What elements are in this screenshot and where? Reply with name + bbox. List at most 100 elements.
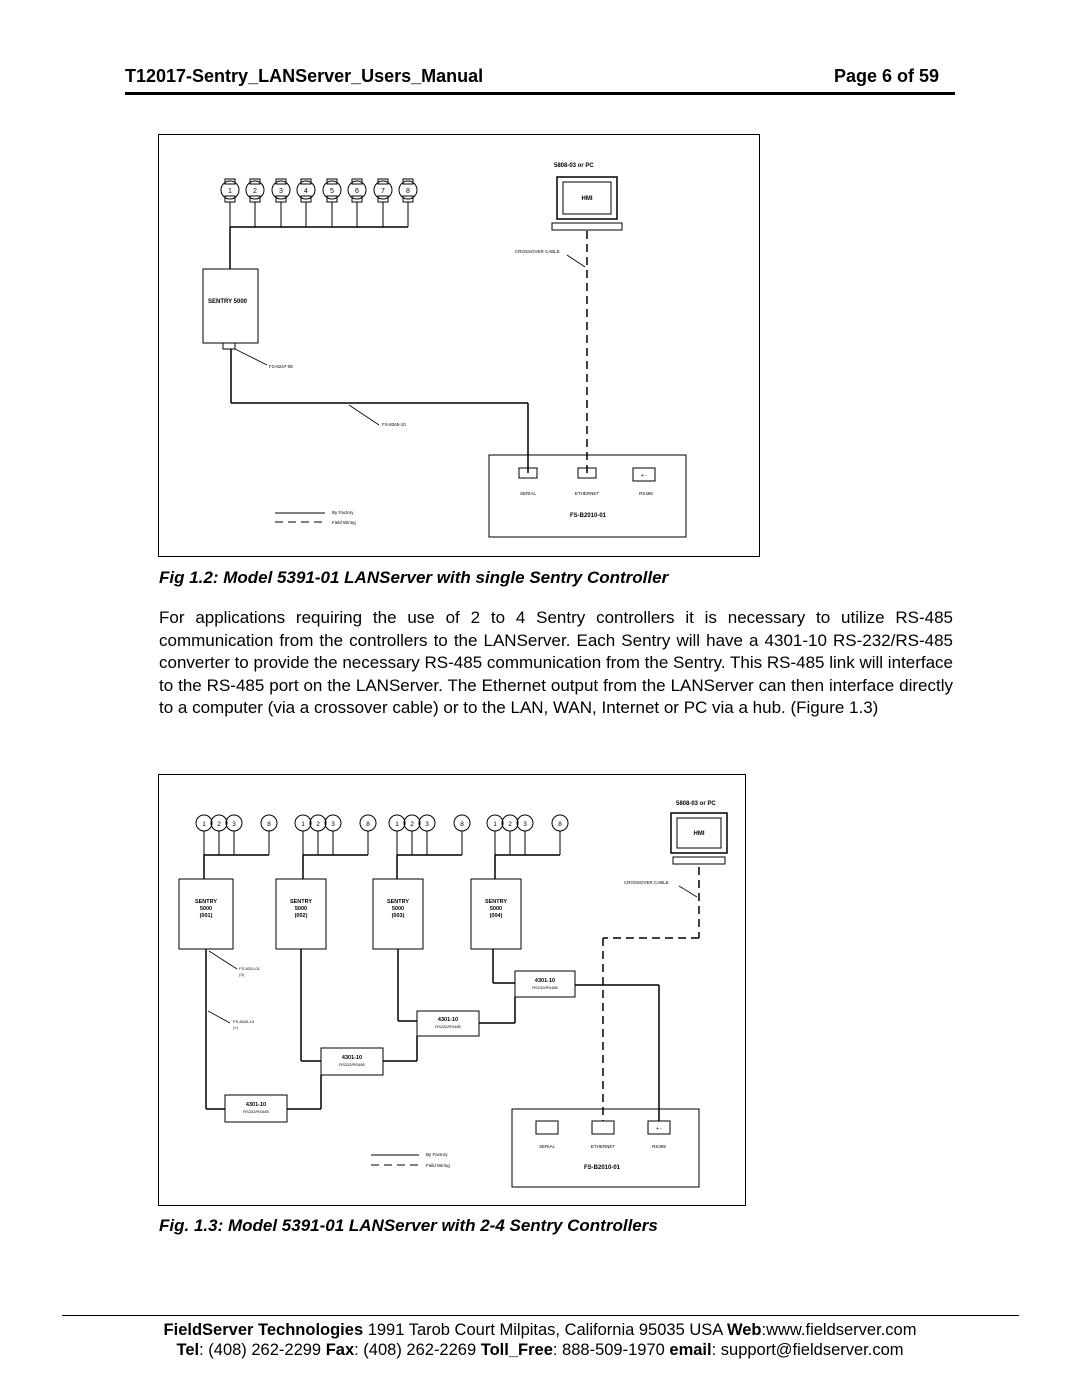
sensor-group-4: 1 2 3 8 bbox=[486, 814, 569, 879]
sensor-6: 6 bbox=[347, 178, 367, 227]
cable-2-label: FS-8345-10 bbox=[382, 422, 406, 427]
svg-text:3: 3 bbox=[425, 821, 429, 828]
converter-4301-10-a: 4301-10 RS232/RS485 bbox=[514, 970, 576, 998]
svg-text:SENTRY: SENTRY bbox=[290, 899, 312, 905]
cable-1-label: FS-8247-08 bbox=[269, 364, 293, 369]
pc-label: 5808-03 or PC bbox=[554, 163, 594, 169]
svg-text:+ -: + - bbox=[656, 1126, 662, 1132]
keyboard-icon bbox=[551, 222, 623, 231]
svg-text:4301-10: 4301-10 bbox=[535, 978, 555, 984]
device-label: FS-B2010-01 bbox=[570, 513, 607, 519]
svg-text:4301-10: 4301-10 bbox=[438, 1017, 458, 1023]
svg-text:3: 3 bbox=[279, 188, 283, 195]
port-label-ethernet: ETHERNET bbox=[575, 491, 600, 496]
footer-fax-label: Fax bbox=[325, 1341, 355, 1359]
sensor-group-2: 1 2 3 8 bbox=[294, 814, 377, 879]
converter-4301-10-c: 4301-10 RS232/RS485 bbox=[320, 1047, 384, 1076]
sensor-group-1: 1 2 3 8 bbox=[195, 814, 278, 879]
fig2-device-label: FS-B2010-01 bbox=[584, 1165, 621, 1171]
svg-text:5000: 5000 bbox=[490, 906, 502, 912]
footer-tel-label: Tel bbox=[176, 1341, 200, 1359]
svg-text:4: 4 bbox=[304, 188, 308, 195]
fig2-cable-2-label: FS-8345-10 bbox=[233, 1019, 255, 1024]
svg-text:RS232/RS485: RS232/RS485 bbox=[532, 985, 558, 990]
fig2-keyboard-icon bbox=[672, 856, 726, 865]
converter-4301-10-b: 4301-10 RS232/RS485 bbox=[416, 1010, 480, 1037]
crossover-label: CROSSOVER CABLE bbox=[515, 249, 560, 254]
port-label-serial: SERIAL bbox=[520, 491, 537, 496]
sensor-5: 5 bbox=[322, 178, 342, 227]
sensor-3: 3 bbox=[271, 178, 291, 227]
sentry-controller-002: SENTRY 5000 (002) bbox=[275, 878, 327, 950]
svg-text:2: 2 bbox=[410, 821, 414, 828]
sensor-2: 2 bbox=[245, 178, 265, 227]
legend-field: Field Wiring bbox=[332, 520, 356, 525]
svg-text:5000: 5000 bbox=[200, 906, 212, 912]
svg-text:(X): (X) bbox=[239, 972, 245, 977]
svg-text:SENTRY: SENTRY bbox=[195, 899, 217, 905]
svg-text:3: 3 bbox=[331, 821, 335, 828]
svg-text:3: 3 bbox=[232, 821, 236, 828]
figure-1-2-caption: Fig 1.2: Model 5391-01 LANServer with si… bbox=[159, 568, 669, 587]
fig2-monitor-icon bbox=[670, 812, 728, 854]
svg-text:5: 5 bbox=[330, 188, 334, 195]
svg-text:8: 8 bbox=[366, 821, 370, 828]
svg-text:2: 2 bbox=[253, 188, 257, 195]
sentry-controller-004: SENTRY 5000 (004) bbox=[470, 878, 522, 950]
monitor-icon bbox=[556, 176, 618, 220]
svg-text:1: 1 bbox=[228, 188, 232, 195]
figure-1-3-caption: Fig. 1.3: Model 5391-01 LANServer with 2… bbox=[159, 1216, 658, 1235]
legend-factory: By Factory bbox=[332, 510, 354, 515]
hmi-label: HMI bbox=[582, 196, 593, 202]
footer-address: 1991 Tarob Court Milpitas, California 95… bbox=[363, 1321, 727, 1339]
svg-text:3: 3 bbox=[523, 821, 527, 828]
sensor-4: 4 bbox=[296, 178, 316, 227]
svg-text:(003): (003) bbox=[392, 913, 405, 919]
fig2-port-label-ethernet: ETHERNET bbox=[591, 1144, 616, 1149]
fig2-port-label-rs485: RS485 bbox=[652, 1144, 666, 1149]
sensor-group-3: 1 2 3 8 bbox=[388, 814, 471, 879]
footer-fax-value: : (408) 262-2269 bbox=[354, 1341, 481, 1359]
svg-text:4301-10: 4301-10 bbox=[342, 1055, 362, 1061]
svg-text:SENTRY: SENTRY bbox=[387, 899, 409, 905]
fig2-legend-field: Field Wiring bbox=[426, 1163, 450, 1168]
page-header: T12017-Sentry_LANServer_Users_Manual Pag… bbox=[125, 64, 955, 95]
svg-text:1: 1 bbox=[493, 821, 497, 828]
fig2-rs485-terminal bbox=[647, 1120, 671, 1135]
sensor-row: 1 2 3 4 5 6 7 8 bbox=[220, 178, 418, 269]
ethernet-port bbox=[577, 467, 597, 479]
body-paragraph: For applications requiring the use of 2 … bbox=[159, 608, 953, 717]
fig2-crossover-label: CROSSOVER CABLE bbox=[624, 880, 669, 885]
document-title: T12017-Sentry_LANServer_Users_Manual bbox=[125, 66, 484, 86]
svg-text:RS232/RS485: RS232/RS485 bbox=[339, 1062, 365, 1067]
fig2-pc-label: 5808-03 or PC bbox=[676, 801, 716, 807]
sentry-controller-box bbox=[202, 268, 259, 344]
svg-text:(001): (001) bbox=[200, 913, 213, 919]
fig2-hmi-label: HMI bbox=[694, 831, 705, 837]
svg-text:(+): (+) bbox=[233, 1025, 239, 1030]
svg-text:RS232/RS485: RS232/RS485 bbox=[435, 1024, 461, 1029]
svg-text:7: 7 bbox=[381, 188, 385, 195]
footer-tollfree-value: : 888-509-1970 bbox=[552, 1341, 670, 1359]
svg-text:8: 8 bbox=[267, 821, 271, 828]
svg-text:2: 2 bbox=[217, 821, 221, 828]
port-label-rs485: RS485 bbox=[639, 491, 653, 496]
svg-text:8: 8 bbox=[460, 821, 464, 828]
svg-text:5000: 5000 bbox=[392, 906, 404, 912]
sentry-controller-001: SENTRY 5000 (001) bbox=[178, 878, 234, 950]
sentry-controller-003: SENTRY 5000 (003) bbox=[372, 878, 424, 950]
svg-text:RS232/RS485: RS232/RS485 bbox=[243, 1109, 269, 1114]
footer-web-link[interactable]: :www.fieldserver.com bbox=[761, 1321, 917, 1339]
sensor-8: 8 bbox=[398, 178, 418, 227]
footer-divider bbox=[62, 1315, 1019, 1316]
footer-line-2: Tel: (408) 262-2299 Fax: (408) 262-2269 … bbox=[0, 1341, 1080, 1360]
svg-text:(002): (002) bbox=[295, 913, 308, 919]
converter-4301-10-d: 4301-10 RS232/RS485 bbox=[224, 1094, 288, 1123]
footer-email-link[interactable]: : support@fieldserver.com bbox=[711, 1341, 904, 1359]
svg-text:8: 8 bbox=[558, 821, 562, 828]
svg-text:1: 1 bbox=[202, 821, 206, 828]
footer-web-label: Web bbox=[726, 1321, 762, 1339]
serial-port bbox=[518, 467, 538, 479]
sensor-7: 7 bbox=[373, 178, 393, 227]
footer-tollfree-label: Toll_Free bbox=[480, 1341, 553, 1359]
